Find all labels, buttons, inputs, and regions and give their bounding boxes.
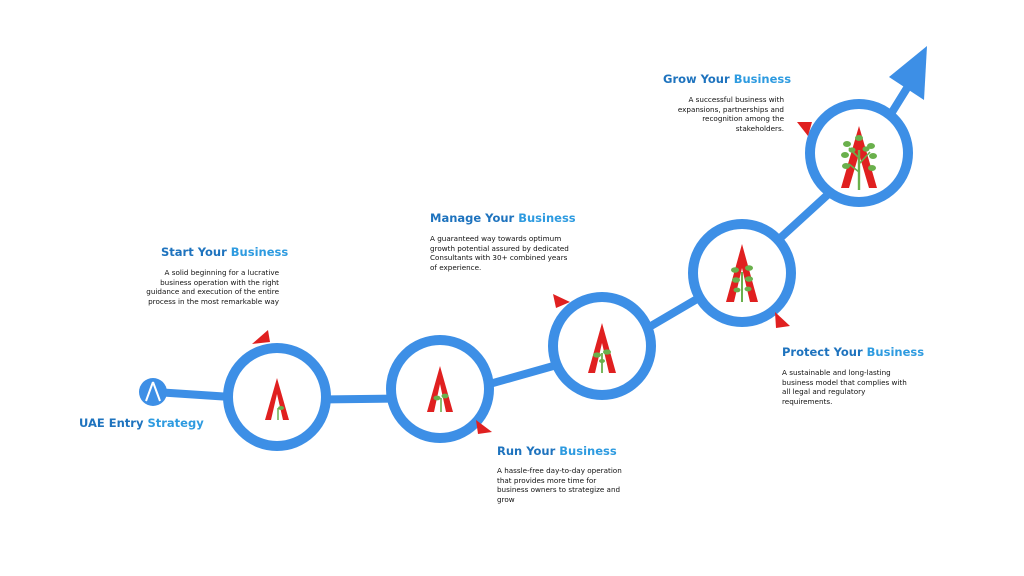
step-title-word2: Business (866, 345, 925, 359)
start-label-word2: Strategy (147, 416, 204, 430)
pointer-triangle-icon (553, 294, 570, 308)
step-title-word1: Grow Your (663, 72, 730, 86)
step-title-word1: Run Your (497, 444, 556, 458)
start-label: UAE Entry Strategy (79, 416, 204, 430)
step-title-word2: Business (230, 245, 289, 259)
step-title-word1: Start Your (161, 245, 227, 259)
step-title-word2: Business (559, 444, 617, 458)
pointer-triangle-icon (797, 122, 812, 136)
sprout-logo-icon (265, 378, 289, 420)
step-description-grow: A successful business with expansions, p… (677, 95, 784, 133)
step-title-grow: Grow Your Business (663, 72, 791, 86)
step-title-start: Start Your Business (161, 245, 288, 259)
step-title-manage: Manage Your Business (430, 211, 576, 225)
step-title-word2: Business (733, 72, 792, 86)
start-logo-icon (145, 381, 161, 402)
step-title-word2: Business (518, 211, 576, 225)
step-title-protect: Protect Your Business (782, 345, 924, 359)
step-description-protect: A sustainable and long-lasting business … (782, 368, 907, 406)
sprout-logo-icon (427, 366, 453, 412)
tree-logo-icon (841, 126, 877, 190)
step-title-run: Run Your Business (497, 444, 617, 458)
step-title-word1: Manage Your (430, 211, 515, 225)
step-circle-start (223, 343, 331, 451)
step-description-manage: A guaranteed way towards optimum growth … (430, 234, 569, 272)
sprout-logo-icon (726, 244, 758, 302)
pointer-triangle-icon (775, 312, 790, 328)
step-circle-manage (548, 292, 656, 400)
start-node (139, 378, 167, 406)
pointer-triangle-icon (476, 420, 492, 434)
pointer-triangle-icon (252, 330, 270, 344)
step-description-start: A solid beginning for a lucrative busine… (146, 268, 279, 306)
sprout-logo-icon (588, 323, 616, 373)
step-title-word1: Protect Your (782, 345, 863, 359)
start-label-word1: UAE Entry (79, 416, 144, 430)
step-description-run: A hassle-free day-to-day operation that … (497, 466, 622, 504)
growth-arrow-icon (889, 46, 927, 100)
step-circle-run (386, 335, 494, 443)
